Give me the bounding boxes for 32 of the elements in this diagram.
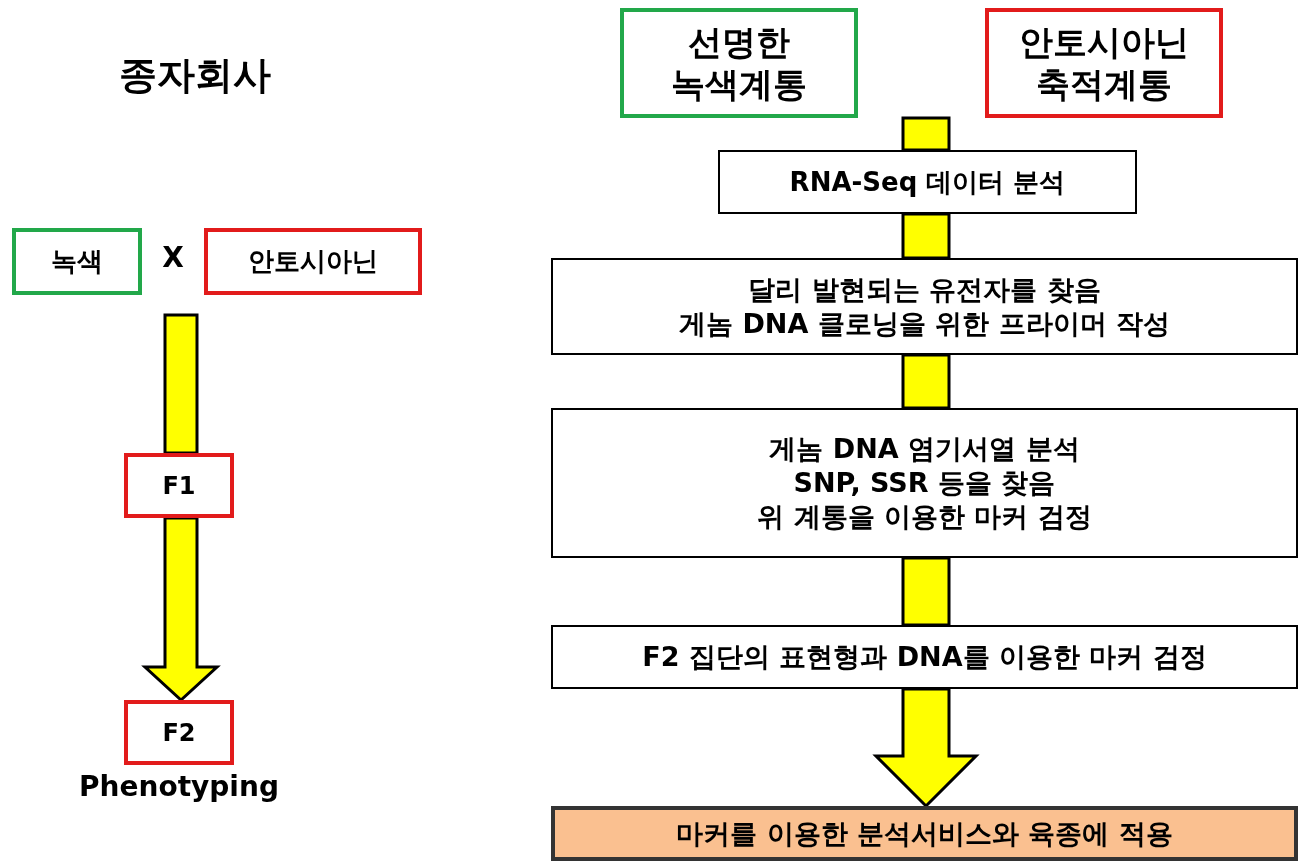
- process-box: [204, 228, 422, 295]
- process-box: [551, 625, 1298, 689]
- box-text: 안토시아닌 축적계통: [1019, 20, 1189, 106]
- box-text: F2 집단의 표현형과 DNA를 이용한 마커 검정: [642, 640, 1207, 674]
- box-text: RNA-Seq 데이터 분석: [789, 165, 1066, 199]
- box-text: 마커를 이용한 분석서비스와 육종에 적용: [676, 816, 1173, 851]
- process-box: [985, 8, 1223, 118]
- box-text: 안토시아닌: [248, 245, 378, 278]
- process-box: [124, 700, 234, 765]
- box-text: F1: [162, 470, 196, 501]
- process-box: [551, 258, 1298, 355]
- block-arrow: [141, 516, 221, 703]
- process-box: [718, 150, 1137, 214]
- node-label: Phenotyping: [78, 769, 280, 804]
- cross-symbol: X: [161, 244, 185, 272]
- process-box: [551, 408, 1298, 558]
- process-box: [12, 228, 142, 295]
- title: 종자회사: [118, 52, 272, 99]
- block-arrow: [901, 353, 951, 410]
- box-text: 녹색: [51, 245, 103, 278]
- block-arrow: [901, 556, 951, 627]
- block-arrow: [901, 212, 951, 260]
- block-arrow: [901, 116, 951, 152]
- process-box: [551, 806, 1298, 861]
- box-text: 게놈 DNA 염기서열 분석 SNP, SSR 등을 찾음 위 계통을 이용한 마커 검정: [757, 432, 1092, 534]
- process-box: [620, 8, 858, 118]
- process-box: [124, 453, 234, 518]
- box-text: 달리 발현되는 유전자를 찾음 게놈 DNA 클로닝을 위한 프라이머 작성: [679, 272, 1170, 341]
- block-arrow: [872, 687, 980, 809]
- box-text: F2: [162, 717, 196, 748]
- box-text: 선명한 녹색계통: [671, 20, 807, 106]
- block-arrow: [163, 313, 199, 455]
